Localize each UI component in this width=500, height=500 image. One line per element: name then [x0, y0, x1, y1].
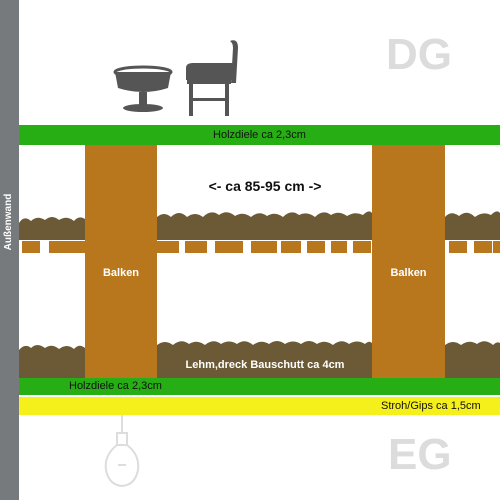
fill-lower-left: [19, 345, 85, 378]
light-bulb-icon: [104, 415, 140, 488]
chair-icon: [186, 40, 238, 116]
straw-plaster-label: Stroh/Gips ca 1,5cm: [381, 400, 481, 412]
upper-floor-label: DG: [386, 30, 452, 79]
beam-left: Balken: [85, 145, 157, 378]
fill-label: Lehm,dreck Bauschutt ca 4cm: [185, 359, 345, 371]
bottom-floorboard-label: Holzdiele ca 2,3cm: [69, 380, 162, 392]
top-floorboard: Holzdiele ca 2,3cm: [19, 125, 500, 145]
lower-floor-label: EG: [388, 430, 452, 479]
stool-icon: [113, 65, 173, 112]
beam-spacing-label: <- ca 85-95 cm ->: [208, 178, 322, 194]
outer-wall: [0, 0, 19, 500]
top-floorboard-label: Holzdiele ca 2,3cm: [213, 129, 306, 141]
fill-upper-left: [19, 217, 85, 240]
straw-plaster-layer: Stroh/Gips ca 1,5cm: [19, 397, 500, 415]
outer-wall-label: Außenwand: [3, 193, 14, 251]
beam-right-label: Balken: [390, 267, 427, 279]
fill-lower-right: [445, 341, 500, 378]
bottom-floorboard: Holzdiele ca 2,3cm: [19, 378, 500, 395]
beam-left-label: Balken: [102, 267, 140, 279]
fill-lower-middle: [157, 341, 372, 378]
fill-upper-middle: [157, 211, 372, 240]
beam-right: Balken: [372, 145, 445, 378]
fill-upper-right: [445, 211, 500, 240]
